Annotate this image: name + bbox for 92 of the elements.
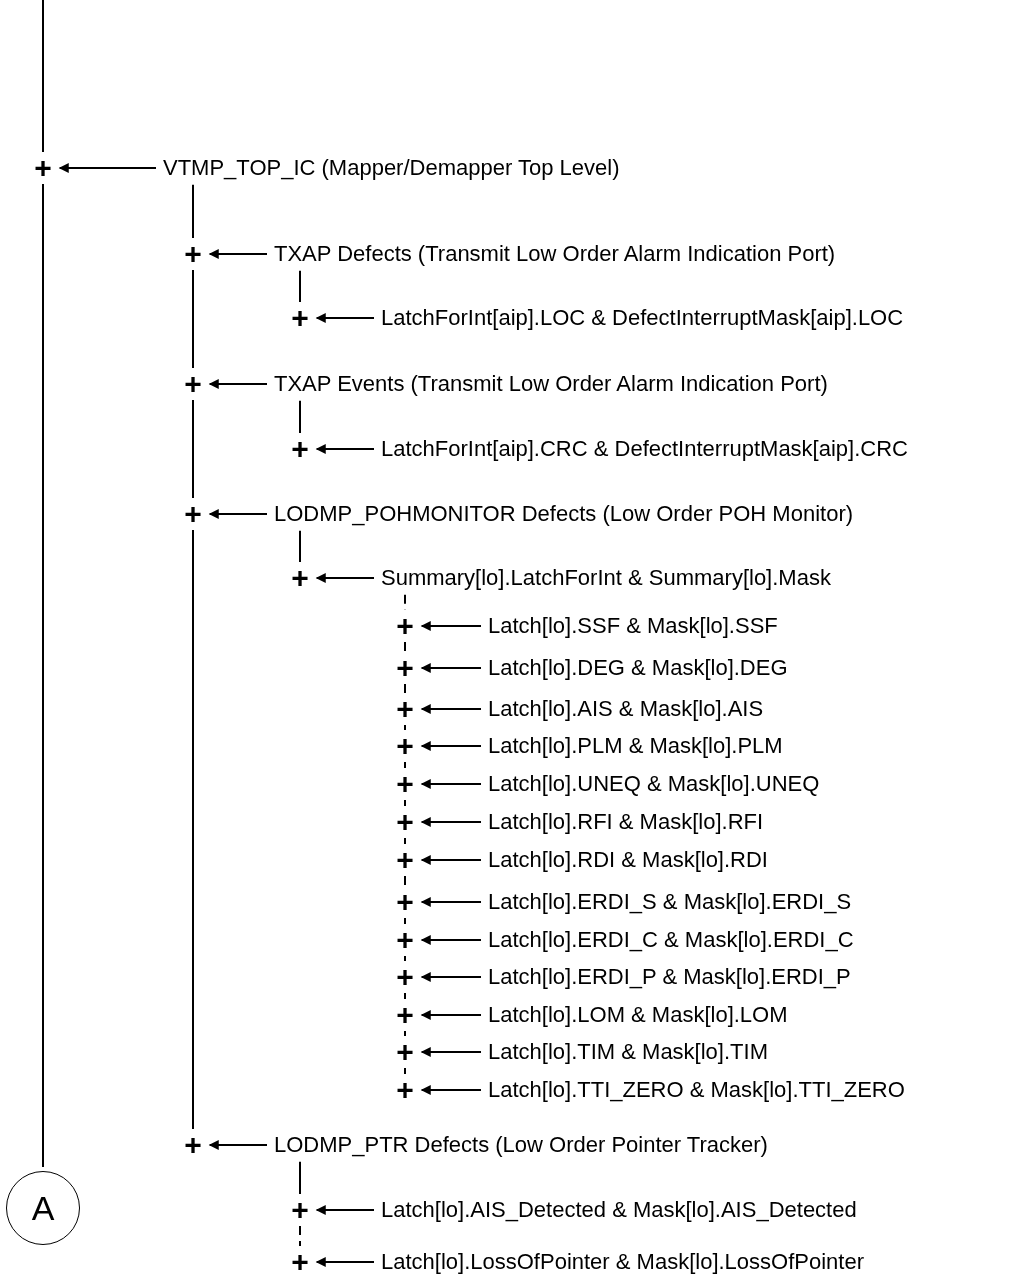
arrow bbox=[58, 163, 157, 173]
arrow bbox=[420, 972, 482, 982]
arrow bbox=[420, 855, 482, 865]
signal-label: Latch[lo].ERDI_C & Mask[lo].ERDI_C bbox=[487, 927, 855, 953]
arrow bbox=[420, 897, 482, 907]
signal-label: Latch[lo].TTI_ZERO & Mask[lo].TTI_ZERO bbox=[487, 1077, 906, 1103]
signal-label: Summary[lo].LatchForInt & Summary[lo].Mask bbox=[380, 565, 832, 591]
connector-line bbox=[404, 955, 406, 962]
connector-line bbox=[192, 183, 194, 239]
arrow bbox=[420, 663, 482, 673]
arrow bbox=[420, 621, 482, 631]
or-symbol: + bbox=[396, 734, 414, 758]
signal-label: Latch[lo].LossOfPointer & Mask[lo].LossOfPointer bbox=[380, 1249, 865, 1275]
or-symbol: + bbox=[291, 566, 309, 590]
arrow bbox=[315, 573, 375, 583]
or-symbol: + bbox=[396, 848, 414, 872]
connector-line bbox=[192, 269, 194, 369]
arrow bbox=[420, 779, 482, 789]
arrow bbox=[315, 313, 375, 323]
or-symbol: + bbox=[396, 697, 414, 721]
or-symbol: + bbox=[291, 437, 309, 461]
arrow bbox=[420, 817, 482, 827]
or-symbol: + bbox=[396, 772, 414, 796]
signal-label: Latch[lo].SSF & Mask[lo].SSF bbox=[487, 613, 779, 639]
signal-label: Latch[lo].ERDI_S & Mask[lo].ERDI_S bbox=[487, 889, 853, 915]
or-symbol: + bbox=[184, 372, 202, 396]
signal-label: LODMP_POHMONITOR Defects (Low Order POH Monitor) bbox=[273, 501, 855, 527]
connector-line bbox=[404, 761, 406, 769]
connector-line bbox=[404, 799, 406, 807]
connector-line bbox=[404, 875, 406, 887]
connector-line bbox=[192, 399, 194, 499]
connector-line bbox=[404, 724, 406, 731]
signal-label: LODMP_PTR Defects (Low Order Pointer Tracker) bbox=[273, 1132, 769, 1158]
connector-line bbox=[299, 529, 301, 563]
signal-label: LatchForInt[aip].CRC & DefectInterruptMask[aip].CRC bbox=[380, 436, 909, 462]
connector-line bbox=[404, 641, 406, 653]
connector-line bbox=[299, 269, 301, 303]
connector-line bbox=[299, 1225, 301, 1247]
arrow bbox=[208, 379, 268, 389]
or-symbol: + bbox=[396, 614, 414, 638]
or-symbol: + bbox=[291, 1198, 309, 1222]
arrow bbox=[315, 444, 375, 454]
or-symbol: + bbox=[396, 1040, 414, 1064]
signal-label: Latch[lo].AIS_Detected & Mask[lo].AIS_Detected bbox=[380, 1197, 858, 1223]
signal-label: Latch[lo].UNEQ & Mask[lo].UNEQ bbox=[487, 771, 821, 797]
signal-label: Latch[lo].TIM & Mask[lo].TIM bbox=[487, 1039, 769, 1065]
connector-line bbox=[42, 183, 44, 1168]
connector-line bbox=[404, 1067, 406, 1075]
arrow bbox=[420, 741, 482, 751]
connector-line bbox=[404, 837, 406, 845]
connector-line bbox=[404, 1030, 406, 1037]
arrow bbox=[315, 1257, 375, 1267]
or-symbol: + bbox=[396, 928, 414, 952]
arrow bbox=[420, 1085, 482, 1095]
connector-line bbox=[404, 917, 406, 925]
arrow bbox=[420, 704, 482, 714]
connector-line bbox=[42, 0, 44, 153]
or-symbol: + bbox=[34, 156, 52, 180]
or-symbol: + bbox=[184, 242, 202, 266]
or-symbol: + bbox=[184, 1133, 202, 1157]
or-symbol: + bbox=[396, 965, 414, 989]
signal-label: Latch[lo].RDI & Mask[lo].RDI bbox=[487, 847, 769, 873]
arrow bbox=[420, 935, 482, 945]
arrow bbox=[208, 249, 268, 259]
arrow bbox=[420, 1047, 482, 1057]
or-symbol: + bbox=[396, 1078, 414, 1102]
signal-label: TXAP Events (Transmit Low Order Alarm Indication Port) bbox=[273, 371, 829, 397]
or-symbol: + bbox=[396, 1003, 414, 1027]
signal-label: Latch[lo].LOM & Mask[lo].LOM bbox=[487, 1002, 789, 1028]
signal-label: VTMP_TOP_IC (Mapper/Demapper Top Level) bbox=[162, 155, 621, 181]
or-symbol: + bbox=[396, 810, 414, 834]
arrow bbox=[208, 509, 268, 519]
signal-label: Latch[lo].DEG & Mask[lo].DEG bbox=[487, 655, 789, 681]
signal-label: Latch[lo].PLM & Mask[lo].PLM bbox=[487, 733, 784, 759]
or-symbol: + bbox=[291, 306, 309, 330]
connector-line bbox=[299, 1160, 301, 1195]
or-symbol: + bbox=[291, 1250, 309, 1274]
or-symbol: + bbox=[396, 890, 414, 914]
connector-line bbox=[404, 683, 406, 694]
or-symbol: + bbox=[184, 502, 202, 526]
signal-label: LatchForInt[aip].LOC & DefectInterruptMask[aip].LOC bbox=[380, 305, 905, 331]
connector-line bbox=[404, 992, 406, 1000]
signal-label: TXAP Defects (Transmit Low Order Alarm Indication Port) bbox=[273, 241, 837, 267]
connector-line bbox=[192, 529, 194, 1130]
signal-label: Latch[lo].ERDI_P & Mask[lo].ERDI_P bbox=[487, 964, 852, 990]
signal-label: Latch[lo].AIS & Mask[lo].AIS bbox=[487, 696, 765, 722]
connector-line bbox=[299, 399, 301, 434]
signal-label: Latch[lo].RFI & Mask[lo].RFI bbox=[487, 809, 765, 835]
arrow bbox=[420, 1010, 482, 1020]
arrow bbox=[208, 1140, 268, 1150]
or-symbol: + bbox=[396, 656, 414, 680]
arrow bbox=[315, 1205, 375, 1215]
